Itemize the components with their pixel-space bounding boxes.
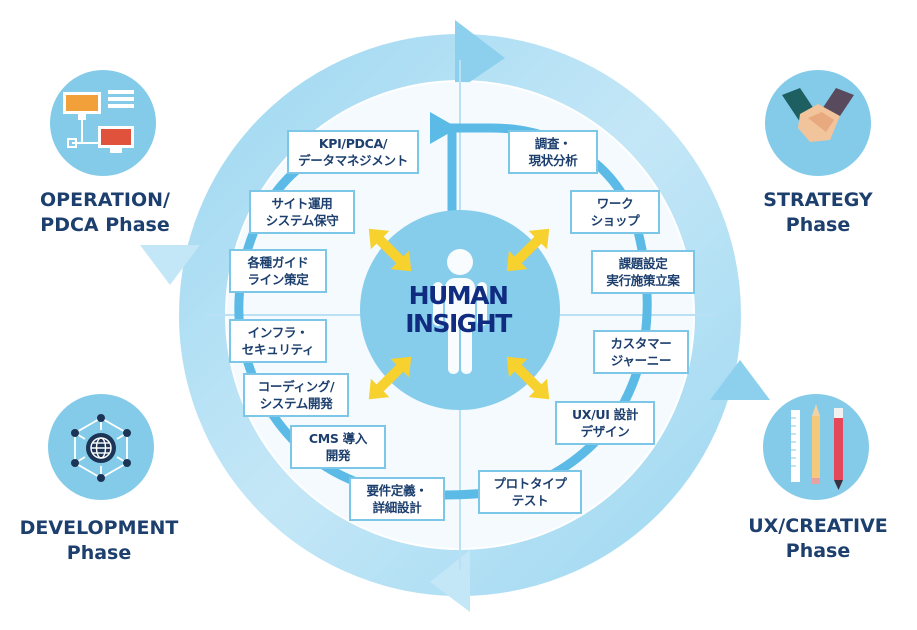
step-journey-line2: ジャーニー (610, 353, 672, 368)
step-site-ops-line2: システム保守 (265, 213, 339, 228)
phase-ux-creative-line1: UX/CREATIVE (748, 515, 888, 537)
step-guidelines-line2: ライン策定 (247, 272, 309, 287)
step-guidelines-line1: 各種ガイド (247, 255, 309, 270)
step-guidelines: 各種ガイド ライン策定 (229, 249, 327, 293)
step-workshop-line2: ショップ (590, 213, 640, 228)
phase-ux-creative-line2: Phase (785, 540, 851, 562)
step-infra-line1: インフラ・ (247, 325, 309, 340)
center-title-line2: INSIGHT (405, 309, 512, 338)
phase-strategy-line1: STRATEGY (763, 189, 873, 211)
path-arrowhead (430, 112, 458, 144)
step-prototype-line2: テスト (511, 493, 549, 508)
step-uxui: UX/UI 設計 デザイン (555, 401, 655, 445)
step-journey-line1: カスタマー (610, 336, 672, 351)
step-issues-line2: 実行施策立案 (606, 273, 680, 288)
step-coding-line1: コーディング/ (257, 379, 335, 394)
step-uxui-line2: デザイン (580, 424, 630, 439)
yellow-arrows (368, 228, 550, 400)
phase-development-label: DEVELOPMENT Phase (4, 516, 194, 566)
step-cms-line1: CMS 導入 (308, 431, 368, 446)
step-infra: インフラ・ セキュリティ (229, 319, 327, 363)
step-site-ops: サイト運用 システム保守 (249, 190, 355, 234)
step-journey: カスタマー ジャーニー (593, 330, 689, 374)
phase-strategy-line2: Phase (785, 214, 851, 236)
step-kpi-line2: データマネジメント (298, 153, 408, 168)
step-research: 調査・ 現状分析 (508, 130, 598, 174)
step-research-line1: 調査・ (534, 136, 572, 151)
step-requirements: 要件定義・ 詳細設計 (349, 477, 445, 521)
center-title: HUMAN INSIGHT (370, 282, 546, 338)
phase-strategy-label: STRATEGY Phase (743, 188, 893, 238)
center-title-line1: HUMAN (408, 281, 509, 310)
outer-ring (140, 20, 770, 612)
phase-development-line2: Phase (66, 542, 132, 564)
step-workshop-line1: ワーク (596, 196, 634, 211)
phase-operation-label: OPERATION/ PDCA Phase (20, 188, 190, 238)
step-site-ops-line1: サイト運用 (271, 196, 333, 211)
step-research-line2: 現状分析 (528, 153, 578, 168)
phase-operation-line2: PDCA Phase (40, 214, 170, 236)
step-workshop: ワーク ショップ (570, 190, 660, 234)
phase-ux-creative-label: UX/CREATIVE Phase (738, 514, 898, 564)
step-issues: 課題設定 実行施策立案 (591, 250, 695, 294)
phase-development-line1: DEVELOPMENT (19, 517, 179, 539)
step-cms-line2: 開発 (325, 448, 351, 463)
step-coding-line2: システム開発 (259, 396, 333, 411)
step-requirements-line2: 詳細設計 (372, 500, 422, 515)
step-kpi-line1: KPI/PDCA/ (318, 136, 388, 151)
step-issues-line1: 課題設定 (618, 256, 668, 271)
step-coding: コーディング/ システム開発 (243, 373, 349, 417)
phase-operation-line1: OPERATION/ (40, 189, 170, 211)
human-icon (433, 249, 487, 374)
step-prototype: プロトタイプ テスト (478, 470, 582, 514)
step-requirements-line1: 要件定義・ (366, 483, 428, 498)
handshake-icon (765, 70, 871, 176)
step-cms: CMS 導入 開発 (290, 425, 386, 469)
computer-network-icon (50, 70, 156, 176)
step-uxui-line1: UX/UI 設計 (571, 407, 639, 422)
step-infra-line2: セキュリティ (241, 342, 315, 357)
globe-network-icon (48, 394, 154, 500)
step-prototype-line1: プロトタイプ (493, 476, 567, 491)
ruler-pencil-icon (763, 394, 869, 500)
step-kpi: KPI/PDCA/ データマネジメント (287, 130, 419, 174)
